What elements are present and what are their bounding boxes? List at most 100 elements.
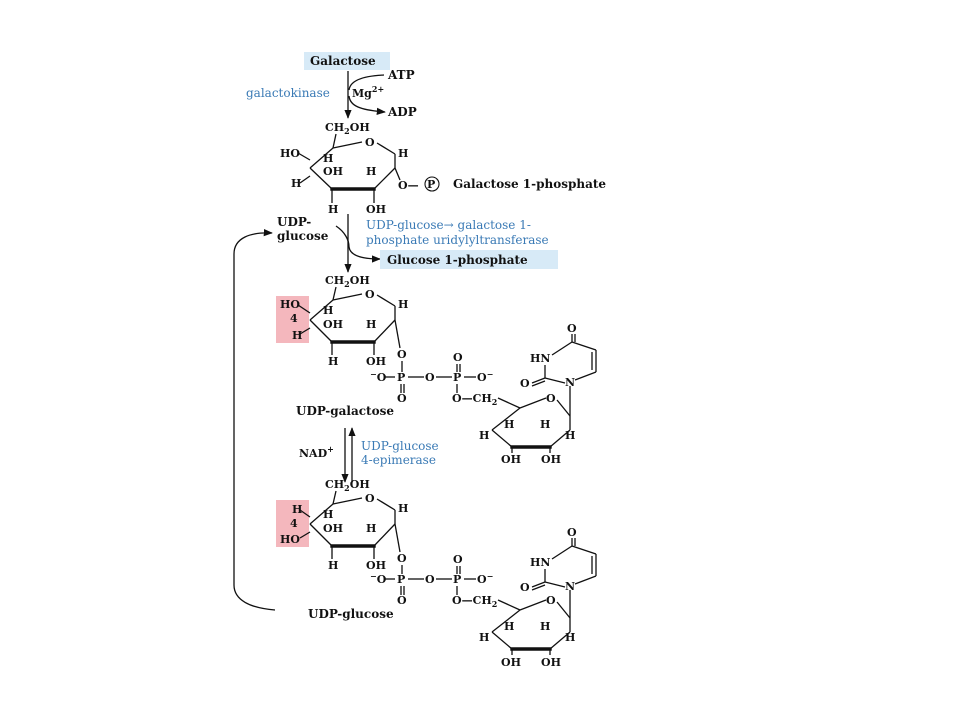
svg-text:4: 4	[290, 517, 298, 530]
svg-text:P: P	[453, 573, 461, 586]
svg-text:O−: O−	[477, 369, 493, 384]
svg-text:H: H	[398, 147, 408, 160]
glucose-1-phosphate-label: Glucose 1-phosphate	[387, 253, 528, 267]
svg-text:O: O	[546, 392, 556, 405]
svg-text:O: O	[546, 594, 556, 607]
c4-highlight-glucose	[276, 500, 309, 547]
svg-text:N: N	[565, 580, 575, 593]
udp-glucose-side-label-2: glucose	[277, 229, 329, 243]
svg-text:O: O	[453, 351, 463, 364]
svg-text:H: H	[292, 503, 302, 516]
svg-text:CH2OH: CH2OH	[325, 121, 370, 136]
svg-text:−O: −O	[370, 369, 387, 384]
svg-text:OH: OH	[501, 656, 521, 669]
svg-text:O: O	[397, 552, 407, 565]
adp-curve	[348, 95, 386, 115]
svg-text:HN: HN	[530, 556, 550, 569]
adp-label: ADP	[387, 105, 417, 119]
svg-text:OH: OH	[501, 453, 521, 466]
svg-text:H: H	[366, 165, 376, 178]
svg-text:N: N	[565, 376, 575, 389]
udp-galactose-label: UDP-galactose	[296, 404, 394, 418]
udp-glucose-recycle-arrow	[233, 228, 276, 611]
svg-text:O: O	[425, 371, 435, 384]
svg-text:HO: HO	[280, 298, 300, 311]
svg-text:CH2OH: CH2OH	[325, 274, 370, 289]
svg-text:HO: HO	[280, 533, 300, 546]
svg-text:O: O	[365, 288, 375, 301]
svg-text:H: H	[328, 559, 338, 572]
transferase-label-2: phosphate uridylyltransferase	[366, 233, 549, 247]
svg-text:O: O	[397, 348, 407, 361]
svg-text:−O: −O	[370, 571, 387, 586]
c4-highlight-galactose	[276, 296, 309, 343]
mg-label: Mg2+	[352, 84, 384, 100]
svg-text:O—: O—	[398, 179, 419, 192]
svg-text:OH: OH	[366, 203, 386, 216]
svg-text:O: O	[567, 322, 577, 335]
svg-text:H: H	[479, 429, 489, 442]
svg-text:H: H	[398, 502, 408, 515]
svg-text:H: H	[328, 355, 338, 368]
svg-text:4: 4	[290, 312, 298, 325]
galactokinase-label: galactokinase	[246, 86, 330, 100]
svg-text:H: H	[328, 203, 338, 216]
svg-text:O—CH2: O—CH2	[452, 594, 497, 609]
svg-text:O: O	[567, 526, 577, 539]
svg-text:H: H	[398, 298, 408, 311]
galactose-1-phosphate-label: Galactose 1-phosphate	[453, 177, 606, 191]
svg-text:H: H	[366, 318, 376, 331]
epimerase-label-1: UDP-glucose	[361, 439, 439, 453]
epimerase-label-2: 4-epimerase	[361, 453, 436, 467]
svg-text:OH: OH	[541, 453, 561, 466]
svg-text:O: O	[397, 594, 407, 607]
nad-label: NAD+	[299, 444, 334, 460]
svg-text:OH: OH	[541, 656, 561, 669]
glucose-1-phosphate-highlight	[380, 250, 558, 269]
svg-text:O: O	[397, 392, 407, 405]
svg-text:H: H	[504, 418, 514, 431]
svg-text:HO: HO	[280, 147, 300, 160]
svg-text:O: O	[365, 492, 375, 505]
svg-text:OH: OH	[323, 165, 343, 178]
udp-glucose-structure: CH2OH O H 4 HO H H OH H H OH O −O P O O …	[276, 478, 597, 669]
svg-text:H: H	[323, 152, 333, 165]
svg-text:H: H	[366, 522, 376, 535]
galactose-highlight	[304, 52, 390, 70]
udp-galactose-structure: CH2OH O HO 4 H H H OH H H OH O −O P O O …	[276, 274, 597, 466]
atp-curve	[348, 74, 385, 91]
galactose-1-phosphate-structure: CH2OH O HO H H H OH H H OH O— P Galactos…	[280, 121, 606, 216]
transferase-label-1: UDP-glucose→ galactose 1-	[366, 218, 531, 232]
ring-oxygen: O	[365, 136, 375, 149]
svg-text:H: H	[291, 177, 301, 190]
svg-text:H: H	[292, 329, 302, 342]
svg-text:H: H	[479, 631, 489, 644]
svg-text:H: H	[504, 620, 514, 633]
atp-label: ATP	[387, 68, 415, 82]
svg-text:O—CH2: O—CH2	[452, 392, 497, 407]
svg-text:O: O	[425, 573, 435, 586]
galactose-label: Galactose	[310, 54, 376, 68]
svg-text:HN: HN	[530, 352, 550, 365]
svg-text:H: H	[323, 508, 333, 521]
udp-glucose-label: UDP-glucose	[308, 607, 394, 621]
svg-text:O: O	[520, 377, 530, 390]
svg-text:OH: OH	[323, 522, 343, 535]
svg-text:OH: OH	[366, 355, 386, 368]
svg-text:P: P	[453, 371, 461, 384]
udp-glucose-in-curve	[335, 225, 350, 248]
svg-text:H: H	[540, 418, 550, 431]
udp-glucose-side-label-1: UDP-	[277, 215, 311, 229]
svg-text:H: H	[565, 631, 575, 644]
glucose-1p-out-curve	[348, 246, 381, 263]
svg-text:H: H	[323, 304, 333, 317]
svg-text:O: O	[520, 581, 530, 594]
svg-text:P: P	[397, 573, 405, 586]
svg-text:O−: O−	[477, 571, 493, 586]
svg-text:OH: OH	[366, 559, 386, 572]
svg-text:O: O	[453, 553, 463, 566]
svg-text:P: P	[427, 178, 435, 191]
svg-text:OH: OH	[323, 318, 343, 331]
